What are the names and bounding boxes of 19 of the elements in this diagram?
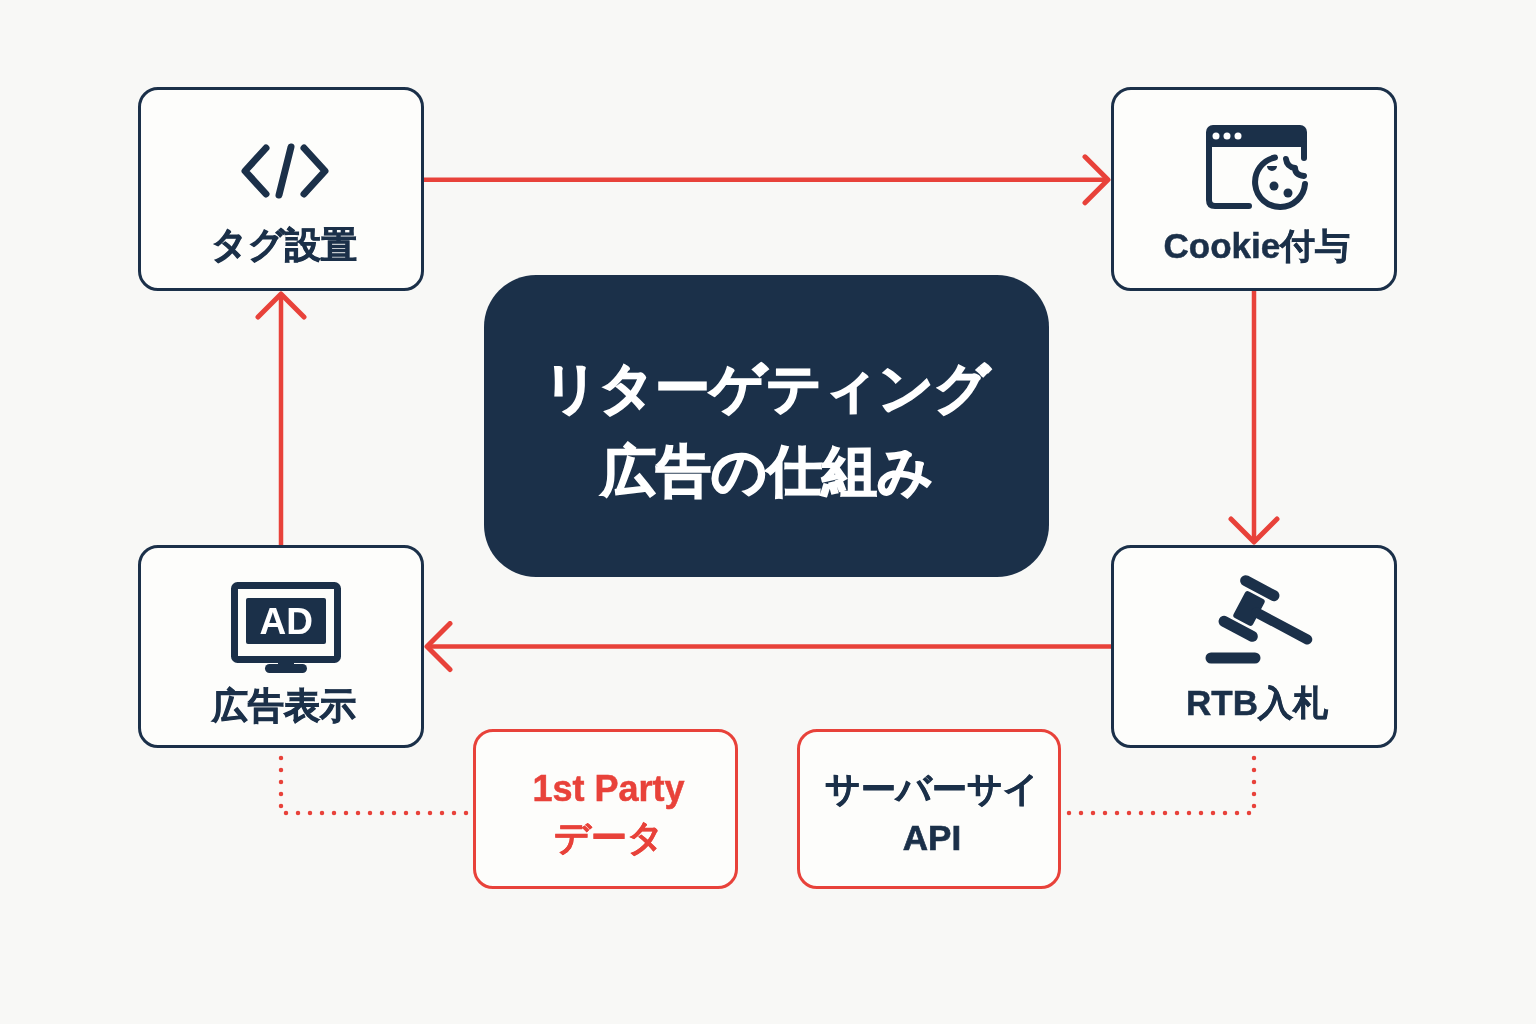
note-box: [473, 729, 738, 889]
step-label: タグ設置: [211, 222, 357, 266]
arrow: [424, 154, 1111, 206]
step-label: 広告表示: [212, 683, 356, 727]
arrow: [424, 621, 1111, 672]
step-label: RTB入札: [1186, 682, 1328, 724]
note-text: サーバーサイAPI: [824, 767, 1040, 860]
title-text: リターゲティング広告の仕組み: [542, 355, 991, 505]
step-card: [1111, 545, 1397, 748]
note-box: [797, 729, 1061, 889]
step-card: [138, 87, 424, 291]
step-label: Cookie付与: [1163, 225, 1351, 267]
arrow: [255, 291, 307, 545]
note-text: 1st Partyデータ: [531, 766, 686, 861]
step-card: [1111, 87, 1397, 291]
screen-text: AD: [259, 600, 313, 644]
title-panel: [484, 275, 1049, 577]
step-card: [138, 545, 424, 748]
arrow: [1228, 291, 1280, 545]
